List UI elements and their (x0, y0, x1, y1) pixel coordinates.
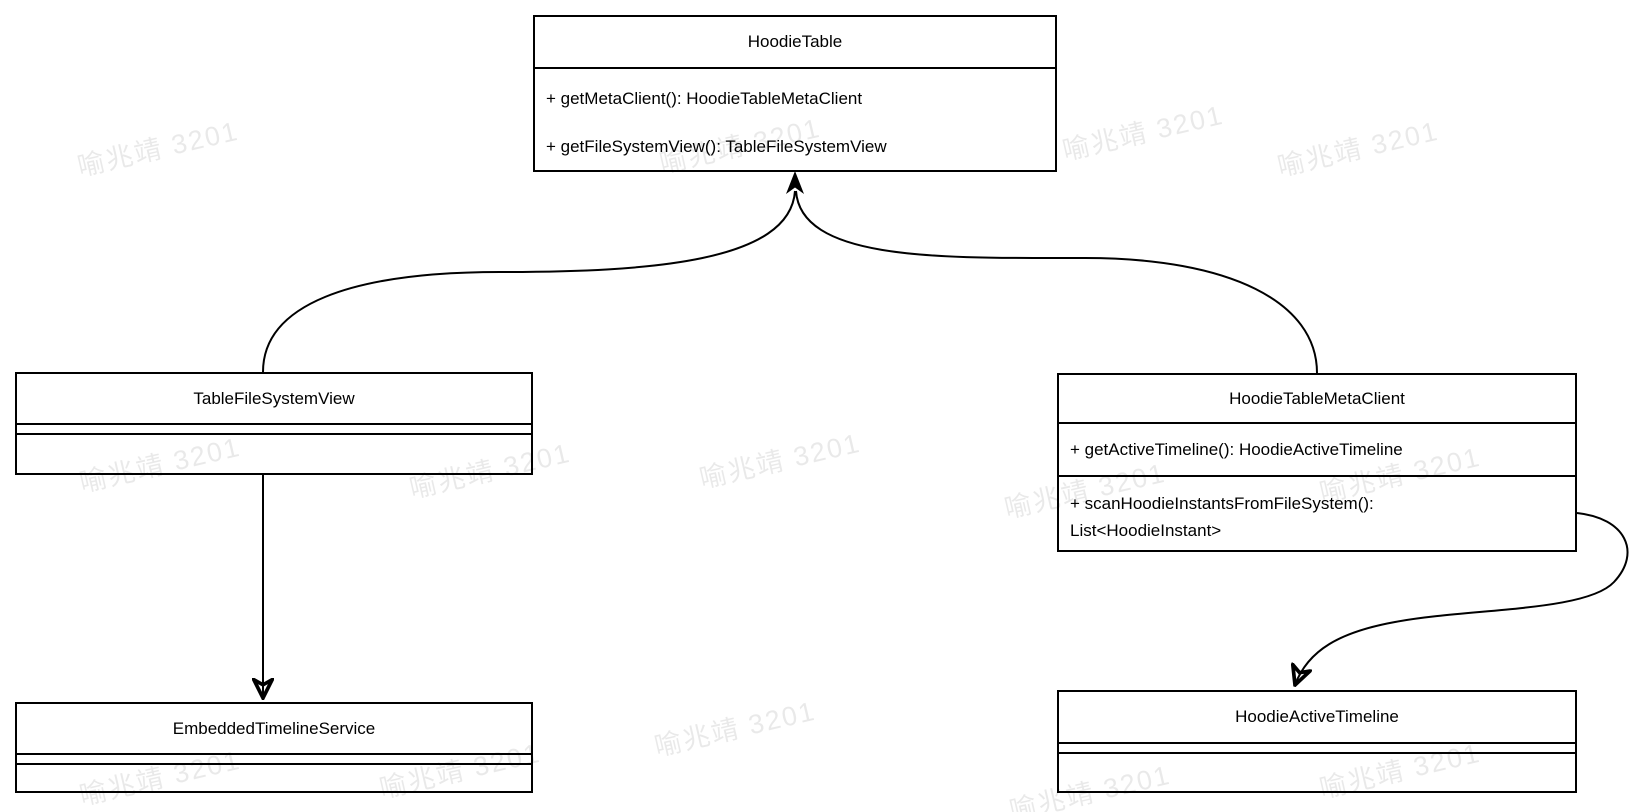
class-hoodie-table: HoodieTable + getMetaClient(): HoodieTab… (533, 15, 1057, 172)
fields-compartment-empty (17, 425, 531, 435)
method-line-2: List<HoodieInstant> (1070, 521, 1222, 540)
fields-compartment-empty (1059, 744, 1575, 754)
class-title: HoodieTableMetaClient (1059, 375, 1575, 424)
class-title: TableFileSystemView (17, 374, 531, 425)
watermark-text: 喻兆靖 3201 (651, 695, 819, 763)
class-hoodie-active-timeline: HoodieActiveTimeline (1057, 690, 1577, 793)
watermark-text: 喻兆靖 3201 (1274, 115, 1442, 183)
class-hoodie-table-meta-client: HoodieTableMetaClient + getActiveTimelin… (1057, 373, 1577, 552)
method-get-meta-client: + getMetaClient(): HoodieTableMetaClient (546, 89, 863, 108)
method-get-file-system-view: + getFileSystemView(): TableFileSystemVi… (546, 137, 887, 156)
edge-tablefilesystemview-to-hoodietable (262, 190, 796, 373)
method-line-1: + scanHoodieInstantsFromFileSystem(): (1070, 494, 1374, 513)
class-table-file-system-view: TableFileSystemView (15, 372, 533, 475)
arrowhead-up-icon (786, 171, 804, 194)
watermark-text: 喻兆靖 3201 (696, 427, 864, 495)
watermark-text: 喻兆靖 3201 (1059, 99, 1227, 167)
edge-hoodietablemetaclient-to-hoodietable (795, 190, 1318, 374)
fields-compartment-empty (17, 755, 531, 765)
class-methods: + getMetaClient(): HoodieTableMetaClient… (535, 69, 1055, 171)
class-title: HoodieActiveTimeline (1059, 692, 1575, 744)
watermark-text: 喻兆靖 3201 (74, 115, 242, 183)
class-title: EmbeddedTimelineService (17, 704, 531, 755)
class-embedded-timeline-service: EmbeddedTimelineService (15, 702, 533, 793)
method-get-active-timeline: + getActiveTimeline(): HoodieActiveTimel… (1059, 424, 1575, 477)
class-title: HoodieTable (535, 17, 1055, 69)
method-scan-hoodie-instants: + scanHoodieInstantsFromFileSystem(): Li… (1059, 477, 1575, 552)
